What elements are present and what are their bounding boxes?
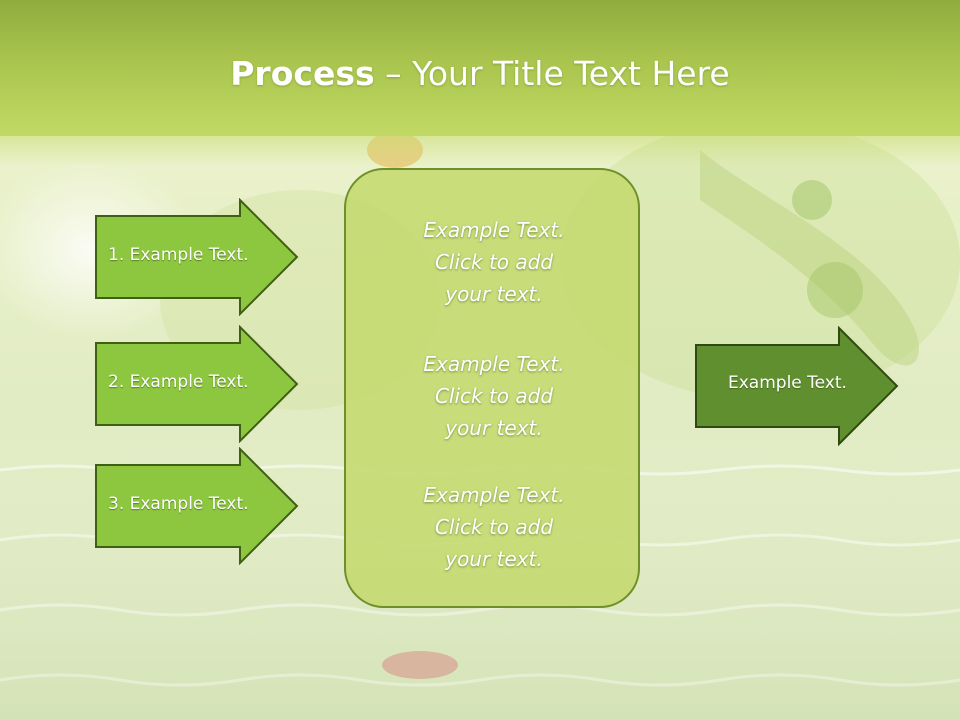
slide-title[interactable]: Process – Your Title Text Here — [0, 52, 960, 96]
result-arrow-shape — [695, 326, 899, 446]
center-item-3-line2: Click to add — [434, 515, 554, 539]
center-item-2-line1: Example Text. — [423, 352, 565, 376]
center-item-2-line2: Click to add — [434, 384, 554, 408]
arrow-1-shape — [95, 198, 299, 316]
slide-title-bold: Process — [230, 54, 375, 93]
process-arrow-1[interactable]: 1. Example Text. — [94, 198, 300, 316]
arrow-1-label: 1. Example Text. — [108, 245, 249, 265]
center-item-2-line3: your text. — [445, 416, 543, 440]
result-arrow[interactable]: Example Text. — [694, 326, 900, 446]
center-item-3-line3: your text. — [445, 547, 543, 571]
slide-title-rest: – Your Title Text Here — [374, 54, 730, 93]
title-band — [0, 0, 960, 136]
title-band-fade — [0, 136, 960, 166]
arrow-3-label: 3. Example Text. — [108, 494, 249, 514]
center-item-3-line1: Example Text. — [423, 483, 565, 507]
arrow-2-label: 2. Example Text. — [108, 372, 249, 392]
arrow-2-shape — [95, 325, 299, 443]
arrow-3-shape — [95, 447, 299, 565]
result-arrow-label: Example Text. — [728, 373, 847, 393]
process-arrow-2[interactable]: 2. Example Text. — [94, 325, 300, 443]
center-item-1-line3: your text. — [445, 282, 543, 306]
process-arrow-3[interactable]: 3. Example Text. — [94, 447, 300, 565]
center-text-box[interactable]: Example Text. Click to add your text. Ex… — [344, 168, 640, 608]
center-item-1-line2: Click to add — [434, 250, 554, 274]
center-item-1: Example Text. Click to add your text. — [346, 214, 642, 310]
center-item-3: Example Text. Click to add your text. — [346, 479, 642, 575]
center-item-2: Example Text. Click to add your text. — [346, 348, 642, 444]
center-item-1-line1: Example Text. — [423, 218, 565, 242]
